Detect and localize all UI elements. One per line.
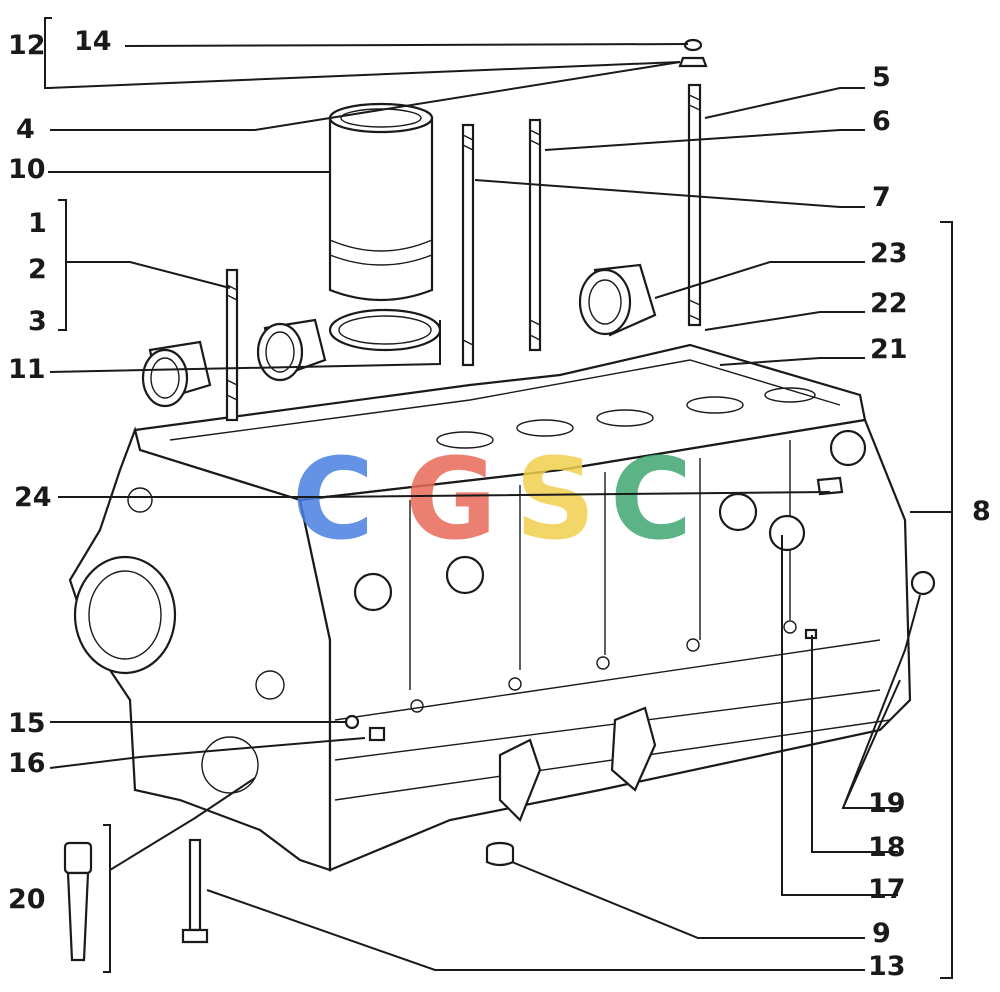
callout-20: 20 xyxy=(8,884,46,915)
nut-4 xyxy=(678,56,708,68)
stud-left xyxy=(225,268,239,422)
fitting-16 xyxy=(368,726,386,742)
watermark-letter: C xyxy=(610,435,692,565)
callout-1: 1 xyxy=(28,208,47,239)
callout-5: 5 xyxy=(872,62,891,93)
callout-23: 23 xyxy=(870,238,908,269)
cylinder-block-drawing xyxy=(68,343,936,872)
callout-16: 16 xyxy=(8,748,46,779)
callout-24: 24 xyxy=(14,482,52,513)
callout-labels: 14 12 4 10 1 2 3 11 24 15 16 20 5 6 7 23… xyxy=(8,26,991,982)
stud-5 xyxy=(687,83,702,327)
stud-7 xyxy=(461,123,475,367)
callout-9: 9 xyxy=(872,918,891,949)
plug-9 xyxy=(485,841,515,867)
callout-8: 8 xyxy=(972,496,991,527)
callout-14: 14 xyxy=(74,26,112,57)
callout-21: 21 xyxy=(870,334,908,365)
cylinder-liner xyxy=(328,102,434,302)
callout-15: 15 xyxy=(8,708,46,739)
watermark-letter: S xyxy=(515,435,596,565)
callout-7: 7 xyxy=(872,182,891,213)
bushing-right xyxy=(578,263,657,337)
watermark-letter: C xyxy=(292,435,374,565)
callout-22: 22 xyxy=(870,288,908,319)
callout-11: 11 xyxy=(8,354,46,385)
callout-19: 19 xyxy=(868,788,906,819)
callout-18: 18 xyxy=(868,832,906,863)
bushing-left xyxy=(141,340,212,408)
callout-3: 3 xyxy=(28,306,47,337)
stud-6 xyxy=(528,118,542,352)
bushing-middle xyxy=(256,318,327,382)
leader-lines xyxy=(44,17,953,979)
callout-10: 10 xyxy=(8,154,46,185)
callout-2: 2 xyxy=(28,254,47,285)
callout-12: 12 xyxy=(8,30,46,61)
callout-4: 4 xyxy=(16,114,35,145)
callout-6: 6 xyxy=(872,106,891,137)
bolt-13 xyxy=(181,838,209,944)
liner-seal-ring xyxy=(328,308,442,352)
fitting-15 xyxy=(344,714,360,730)
callout-13: 13 xyxy=(868,951,906,982)
callout-17: 17 xyxy=(868,874,906,905)
bolt-24 xyxy=(816,476,844,496)
bolt-20 xyxy=(63,841,93,962)
watermark-letter: G xyxy=(405,435,497,565)
